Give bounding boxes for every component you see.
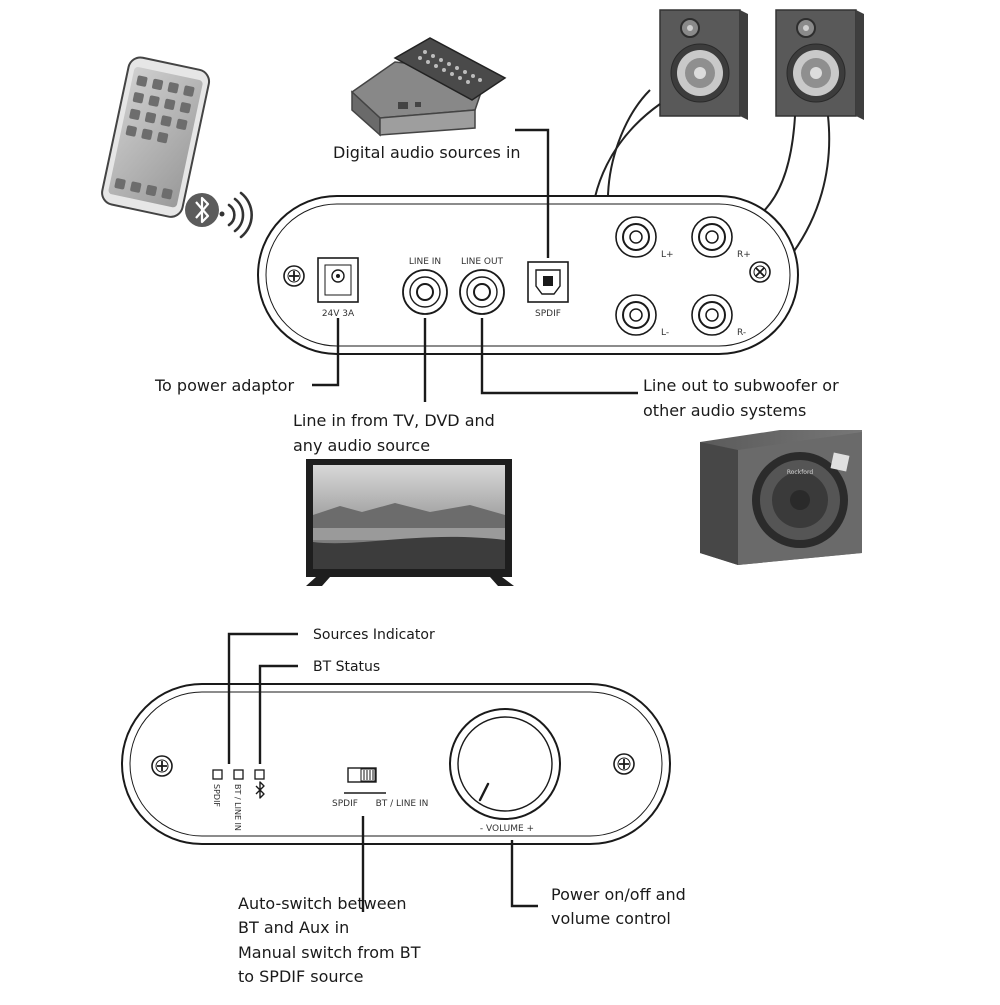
volume-label: - VOLUME + <box>480 824 534 834</box>
volume-knob-icon[interactable] <box>449 708 561 820</box>
speaker-icon <box>659 9 748 120</box>
bluetooth-icon <box>185 193 219 227</box>
power-volume-callout-line1: Power on/off and <box>551 885 686 904</box>
line-in-callout-line2: any audio source <box>293 436 430 455</box>
line-in-label: LINE IN <box>409 257 441 267</box>
led-bt-status <box>254 769 265 780</box>
line-out-label: LINE OUT <box>461 257 504 267</box>
line-out-callout-line1: Line out to subwoofer or <box>643 376 839 395</box>
line-out-callout-line2: other audio systems <box>643 401 806 420</box>
terminal-right-plus-label: R+ <box>737 250 751 260</box>
terminal-left-plus <box>615 216 657 258</box>
power-jack-label: 24V 3A <box>322 309 355 319</box>
streaming-box-icon <box>350 61 490 137</box>
spdif-label: SPDIF <box>535 309 561 319</box>
speaker-icon <box>775 9 864 120</box>
terminal-right-minus <box>691 294 733 336</box>
screw-icon <box>151 755 173 777</box>
terminal-left-minus-label: L- <box>661 328 669 338</box>
wireless-waves-icon <box>219 191 253 239</box>
bt-status-callout: BT Status <box>313 659 380 675</box>
subwoofer-icon: Rockford <box>700 430 862 565</box>
screw-icon <box>749 261 771 283</box>
line-in-jack <box>402 269 448 315</box>
source-switch[interactable] <box>344 767 386 794</box>
subwoofer-brand: Rockford <box>787 469 813 476</box>
led-spdif <box>212 769 223 780</box>
auto-switch-callout-line3: Manual switch from BT <box>238 943 421 962</box>
line-out-jack <box>459 269 505 315</box>
terminal-right-plus <box>691 216 733 258</box>
terminal-right-minus-label: R- <box>737 328 746 338</box>
smartphone-icon <box>101 56 211 218</box>
screw-icon <box>613 753 635 775</box>
led-bt-line-in-label: BT / LINE IN <box>233 784 242 831</box>
power-volume-callout-line2: volume control <box>551 909 671 928</box>
remote-control-icon <box>393 37 507 101</box>
power-adaptor-callout: To power adaptor <box>154 376 294 395</box>
digital-sources-callout: Digital audio sources in <box>333 143 521 162</box>
power-jack <box>317 257 359 303</box>
rear-callout-lines <box>312 128 638 402</box>
rear-panel: 24V 3A LINE IN LINE OUT SPDIF L+ <box>257 195 799 355</box>
switch-spdif-label: SPDIF <box>332 799 358 809</box>
screw-icon <box>283 265 305 287</box>
switch-bt-line-label: BT / LINE IN <box>376 799 429 809</box>
auto-switch-callout-line4: to SPDIF source <box>238 967 363 986</box>
bluetooth-icon <box>255 781 265 799</box>
sources-indicator-callout: Sources Indicator <box>313 627 435 643</box>
line-in-callout-line1: Line in from TV, DVD and <box>293 411 495 430</box>
auto-switch-callout-line2: BT and Aux in <box>238 918 349 937</box>
spdif-port <box>527 261 569 303</box>
front-callout-lines <box>227 632 538 912</box>
terminal-left-plus-label: L+ <box>661 250 674 260</box>
terminal-left-minus <box>615 294 657 336</box>
led-bt-line-in <box>233 769 244 780</box>
led-spdif-label: SPDIF <box>212 784 221 807</box>
tv-icon <box>306 459 514 586</box>
front-panel: SPDIF BT / LINE IN SPDIF BT / LINE IN - … <box>121 683 671 845</box>
auto-switch-callout-line1: Auto-switch between <box>238 894 407 913</box>
